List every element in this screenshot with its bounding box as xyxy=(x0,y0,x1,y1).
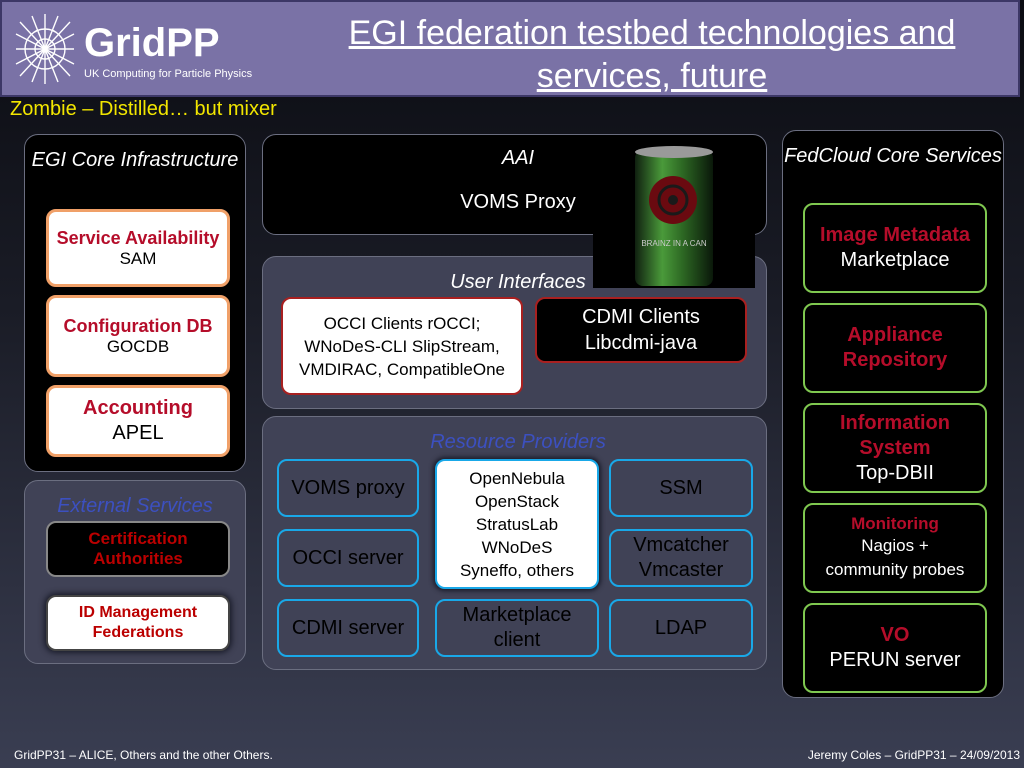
box-text: SAM xyxy=(119,249,157,268)
ssm-box: SSM xyxy=(609,459,753,517)
slide-subtitle: Zombie – Distilled… but mixer xyxy=(10,98,277,120)
footer-right: Jeremy Coles – GridPP31 – 24/09/2013 xyxy=(807,748,1020,762)
box-heading: Image Metadata xyxy=(819,224,971,246)
box-heading: Information System xyxy=(840,411,950,459)
occi-clients-box: OCCI Clients rOCCI; WNoDeS-CLI SlipStrea… xyxy=(281,297,523,395)
box-text: Marketplace client xyxy=(462,604,572,651)
can-label: BRAINZ IN A CAN xyxy=(641,239,707,248)
box-text: Nagios + community probes xyxy=(825,536,965,579)
information-system-box: Information System Top-DBII xyxy=(803,403,987,493)
image-metadata-box: Image Metadata Marketplace xyxy=(803,203,987,293)
aai-title: AAI xyxy=(501,147,535,169)
logo-wordmark: GridPP xyxy=(84,21,220,65)
external-services-panel: External Services Certification Authorit… xyxy=(24,480,246,664)
cdmi-clients-box: CDMI Clients Libcdmi-java xyxy=(535,297,747,363)
box-heading: Accounting xyxy=(83,397,193,419)
box-text: VOMS proxy xyxy=(291,476,405,499)
occi-server-box: OCCI server xyxy=(277,529,419,587)
box-text: Certification Authorities xyxy=(88,529,188,568)
box-text: Marketplace xyxy=(840,249,950,271)
box-heading: Appliance Repository xyxy=(842,324,948,371)
cloud-platforms-box: OpenNebula OpenStack StratusLab WNoDeS S… xyxy=(435,459,599,589)
box-text: LDAP xyxy=(654,616,708,639)
cdmi-server-box: CDMI server xyxy=(277,599,419,657)
voms-proxy-label: VOMS Proxy xyxy=(460,191,576,213)
box-text: OCCI Clients rOCCI; WNoDeS-CLI SlipStrea… xyxy=(299,313,505,379)
user-interfaces-title: User Interfaces xyxy=(450,271,586,293)
box-text: APEL xyxy=(112,422,164,444)
slide-title: EGI federation testbed technologies and … xyxy=(348,14,956,95)
gridpp-logo: GridPP UK Computing for Particle Physics xyxy=(12,10,270,90)
egi-core-panel: EGI Core Infrastructure Service Availabi… xyxy=(24,134,246,472)
logo-tagline: UK Computing for Particle Physics xyxy=(84,68,253,80)
box-text: Vmcatcher Vmcaster xyxy=(633,534,729,581)
voms-proxy-box: VOMS proxy xyxy=(277,459,419,517)
box-text: CDMI Clients Libcdmi-java xyxy=(582,306,700,354)
footer-left: GridPP31 – ALICE, Others and the other O… xyxy=(14,748,273,762)
egi-core-title: EGI Core Infrastructure xyxy=(31,149,239,171)
vmcatcher-box: Vmcatcher Vmcaster xyxy=(609,529,753,587)
fedcloud-title: FedCloud Core Services xyxy=(784,145,1002,167)
energy-drink-can-icon: BRAINZ IN A CAN xyxy=(635,146,713,286)
box-heading: VO xyxy=(880,624,910,646)
appliance-repository-box: Appliance Repository xyxy=(803,303,987,393)
box-text: CDMI server xyxy=(291,616,405,639)
box-text: PERUN server xyxy=(829,649,961,671)
header-banner: GridPP UK Computing for Particle Physics… xyxy=(0,0,1020,97)
box-heading: Configuration DB xyxy=(63,316,213,336)
marketplace-client-box: Marketplace client xyxy=(435,599,599,657)
configuration-db-box: Configuration DB GOCDB xyxy=(46,295,230,377)
accounting-box: Accounting APEL xyxy=(46,385,230,457)
external-services-title: External Services xyxy=(57,495,213,517)
box-text: ID Management Federations xyxy=(78,604,198,641)
box-text: OCCI server xyxy=(292,546,404,569)
box-text: GOCDB xyxy=(106,337,170,356)
vo-box: VO PERUN server xyxy=(803,603,987,693)
zombie-can-image: BRAINZ IN A CAN xyxy=(593,140,755,288)
resource-providers-title: Resource Providers xyxy=(430,431,606,453)
certification-authorities-box: Certification Authorities xyxy=(46,521,230,577)
box-heading: Monitoring xyxy=(851,514,939,533)
id-management-box: ID Management Federations xyxy=(46,595,230,651)
ldap-box: LDAP xyxy=(609,599,753,657)
box-text: OpenNebula OpenStack StratusLab WNoDeS S… xyxy=(459,468,575,580)
resource-providers-panel: Resource Providers VOMS proxy OCCI serve… xyxy=(262,416,767,670)
box-text: Top-DBII xyxy=(856,461,934,484)
box-text: SSM xyxy=(659,476,703,499)
grid-star-icon xyxy=(15,14,75,84)
fedcloud-panel: FedCloud Core Services Image Metadata Ma… xyxy=(782,130,1004,698)
service-availability-box: Service Availability SAM xyxy=(46,209,230,287)
monitoring-box: Monitoring Nagios + community probes xyxy=(803,503,987,593)
box-heading: Service Availability xyxy=(56,228,220,248)
